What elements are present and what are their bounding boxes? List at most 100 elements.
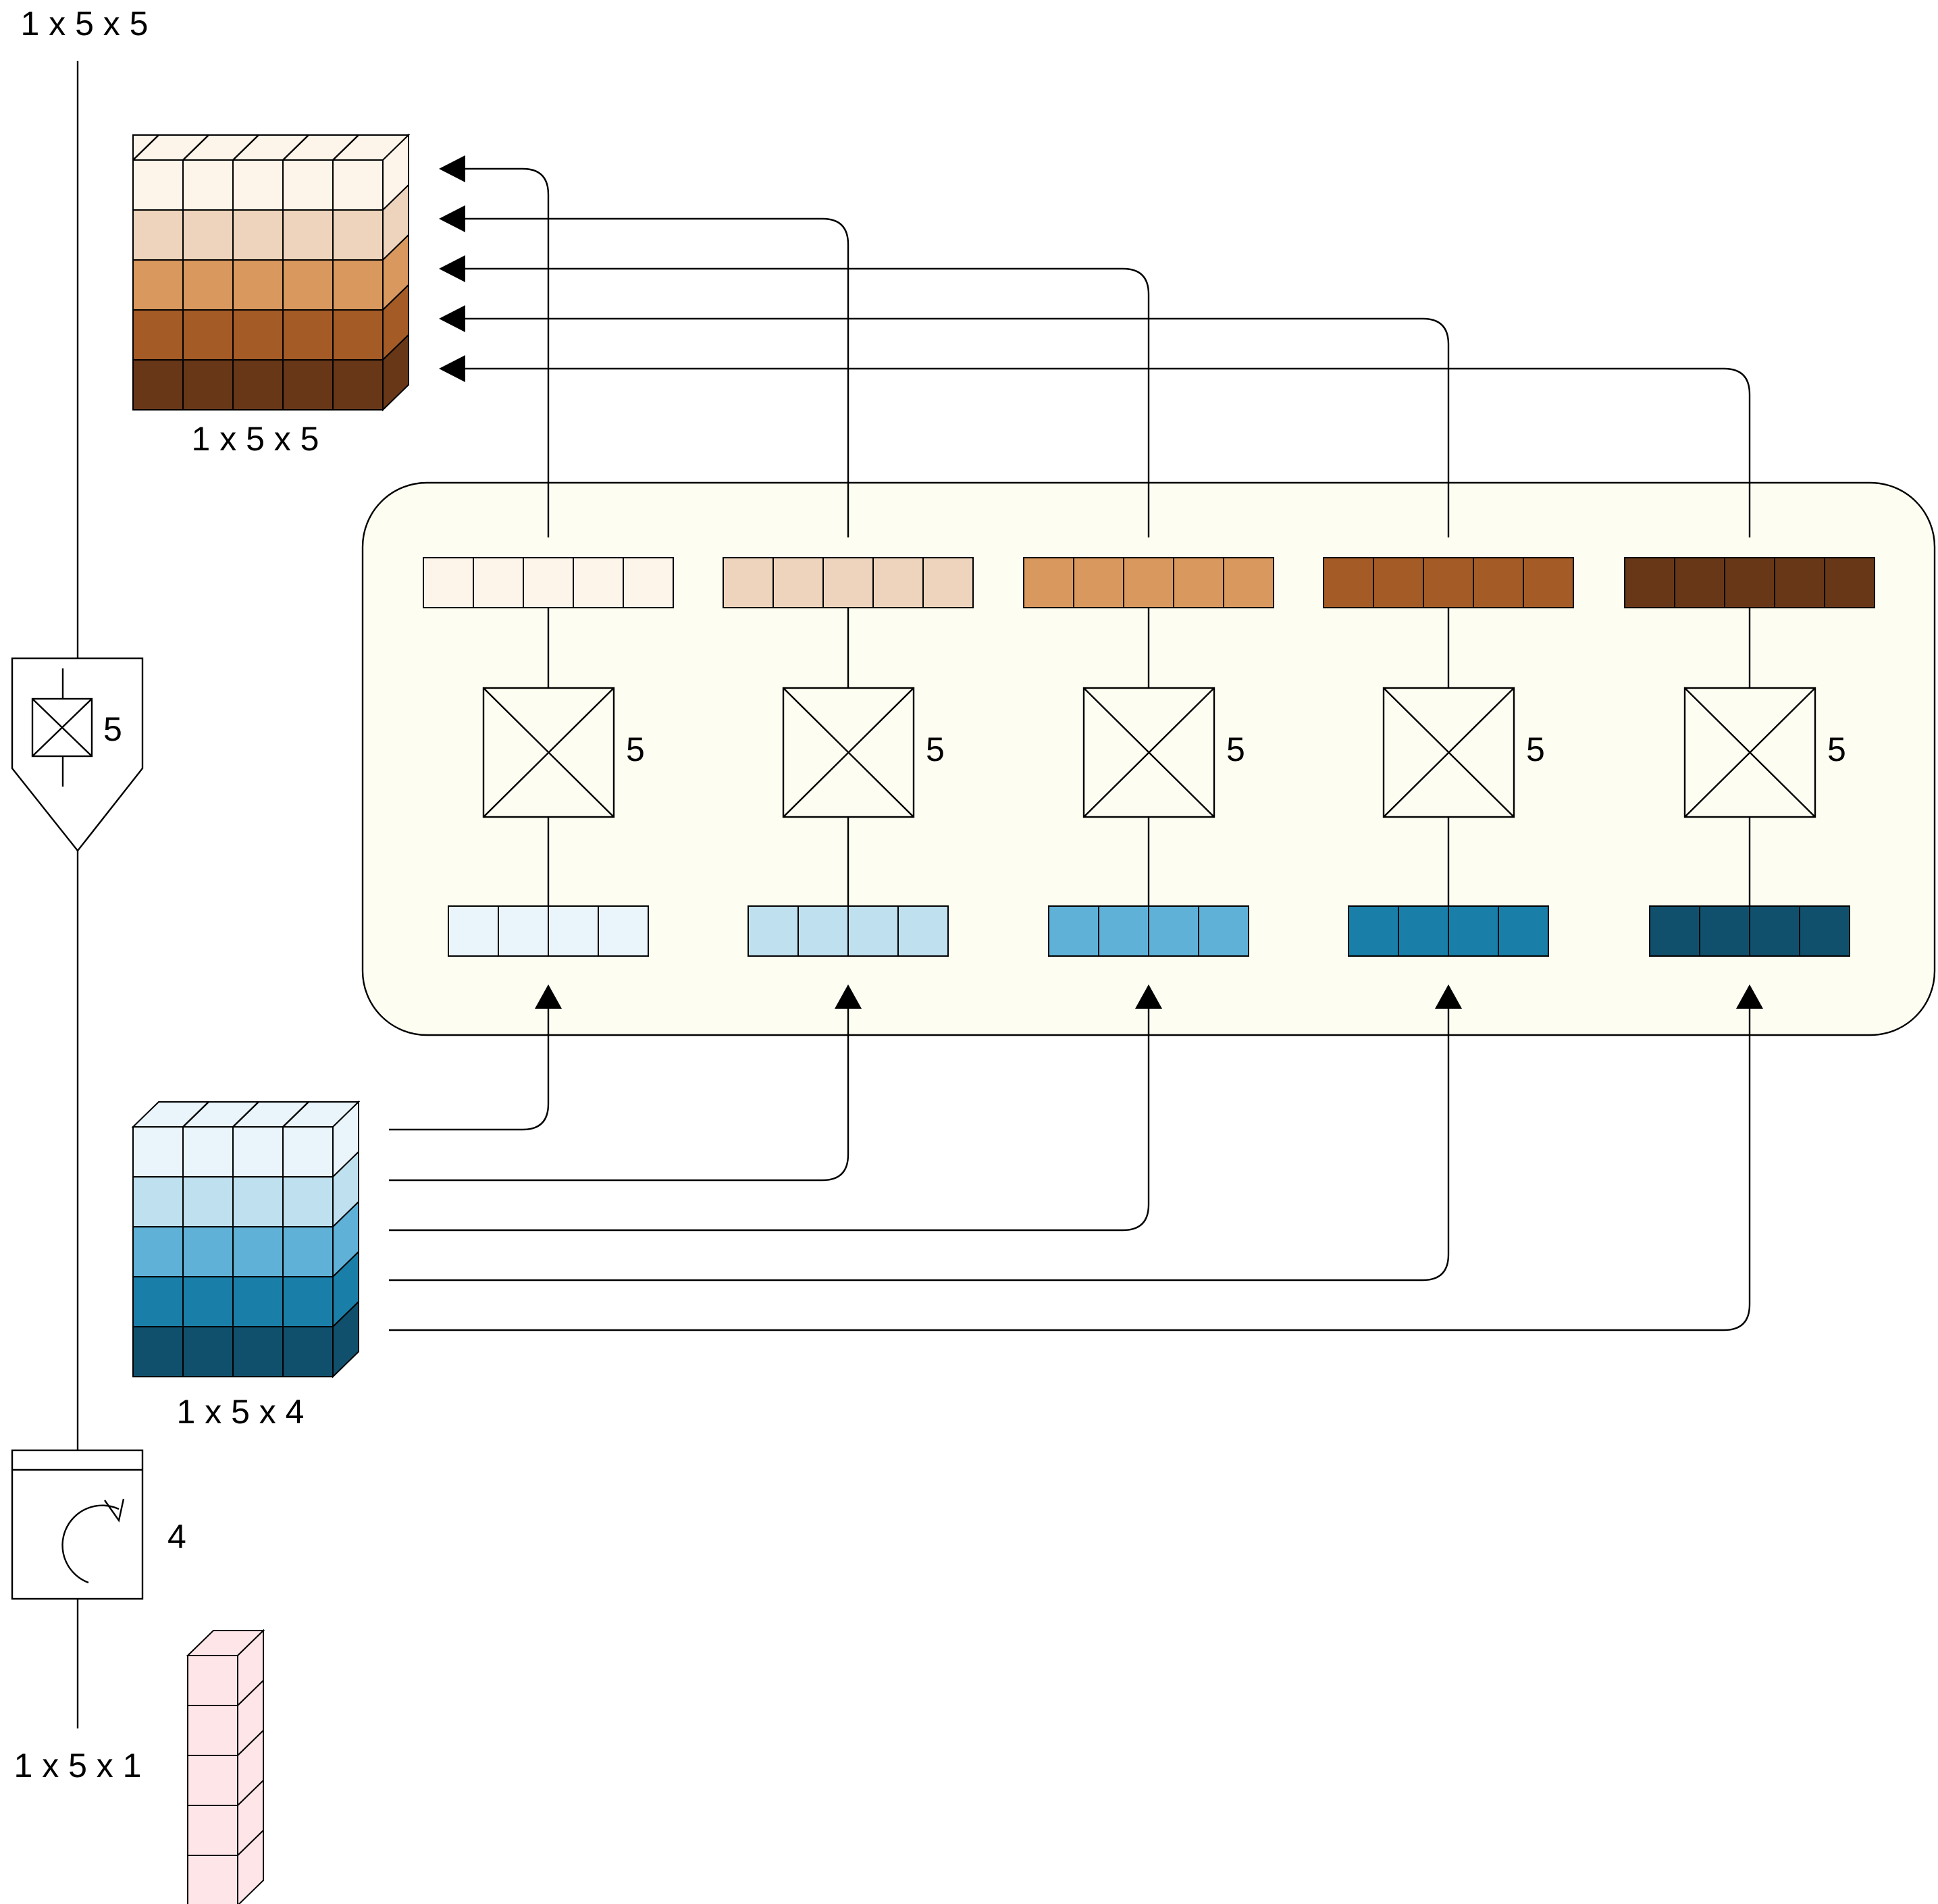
input-tensor-cell [182,1326,234,1377]
output-vector-cell [623,557,674,608]
input-connector-5 [389,1009,1751,1331]
output-vector-cell [1523,557,1574,608]
output-connector-4 [463,317,1450,537]
output-tensor-cell [282,159,334,211]
input-vector-cell [1749,905,1800,957]
input-connector-1 [389,1009,550,1131]
output-vector-cell [1223,557,1274,608]
output-tensor-cell [232,209,284,261]
output-tensor-cell [132,359,184,411]
input-tensor-cell [182,1126,234,1178]
output-tensor-cell [132,309,184,361]
input-tensor-cell [232,1126,284,1178]
crossed-box-icon [31,697,93,758]
input-vector-cell [847,905,899,957]
output-vector-cell [1173,557,1224,608]
triangle-arrowhead-icon [439,355,465,382]
output-vector-cell [772,557,824,608]
output-vector-cell [1724,557,1775,608]
small-tensor-cell [187,1655,238,1706]
input-vector-cell [1098,905,1149,957]
branch-map-count: 5 [1827,731,1846,768]
branch-map-count: 5 [626,731,645,768]
input-tensor-cell [182,1226,234,1277]
triangle-arrowhead-icon [439,155,465,182]
small-tensor [186,1629,265,1904]
branch-5: 5 [1624,557,1875,1009]
output-tensor-cell [182,159,234,211]
output-vector-cell [723,557,774,608]
triangle-arrowhead-icon [439,305,465,332]
input-vector-cell [1048,905,1099,957]
input-tensor-cell [132,1126,184,1178]
output-connector-2 [463,217,849,537]
output-tensor-cell [282,359,334,411]
input-vector-cell [598,905,649,957]
output-tensor-cell [332,209,384,261]
small-tensor-side [237,1828,264,1904]
input-tensor-cell [132,1226,184,1277]
branch-map-count: 5 [1226,731,1245,768]
small-tensor-cell [187,1855,238,1904]
input-tensor-cell [232,1226,284,1277]
small-tensor-cell [187,1705,238,1756]
branch-map-count: 5 [1526,731,1545,768]
input-connector-3 [389,1009,1150,1232]
input-vector-cell [498,905,549,957]
input-vector-cell [1198,905,1249,957]
crossed-box-diagonal [1684,687,1816,818]
output-vector-cell [423,557,474,608]
input-tensor-cell [132,1326,184,1377]
branch-1: 5 [423,557,674,1009]
input-vector-cell [1799,905,1850,957]
input-vector-cell [1448,905,1499,957]
crossed-box-diagonal [783,687,914,818]
output-tensor-cell [132,159,184,211]
input-tensor-cell [282,1226,334,1277]
input-tensor-cell [232,1326,284,1377]
input-tensor-cell [282,1276,334,1327]
input-connector-2 [389,1009,849,1182]
loop-arrow-icon [61,1498,125,1584]
input-tensor-cell [132,1176,184,1227]
output-tensor-cell [182,309,234,361]
output-vector-cell [1774,557,1825,608]
output-connector-5 [463,367,1751,537]
input-tensor-cell [182,1276,234,1327]
output-vector-cell [822,557,874,608]
output-vector-cell [1123,557,1174,608]
input-vector-cell [548,905,599,957]
output-tensor-cell [182,209,234,261]
scan-node-count: 4 [167,1518,186,1556]
triangle-arrowhead-icon [1736,984,1763,1009]
output-vector-cell [1423,557,1474,608]
branch-2: 5 [723,557,974,1009]
map-node-count: 5 [103,710,122,748]
branch-map-count: 5 [926,731,945,768]
top-output-dim-label: 1 x 5 x 5 [21,5,149,43]
input-vector-cell [1398,905,1449,957]
output-vector-cell [1674,557,1725,608]
output-vector-cell [1473,557,1524,608]
output-connector-1 [463,167,550,537]
crossed-box-diagonal [1083,687,1215,818]
input-tensor-cell [232,1276,284,1327]
input-vector-cell [1148,905,1199,957]
input-tensor-cell [282,1326,334,1377]
output-vector-cell [1373,557,1424,608]
output-tensor-cell [182,259,234,311]
input-vector-cell [897,905,949,957]
output-vector-cell [1023,557,1074,608]
output-vector-cell [523,557,574,608]
branch-4: 5 [1323,557,1574,1009]
output-vector-cell [872,557,924,608]
input-vector-cell [1699,905,1750,957]
output-tensor-cell [132,209,184,261]
output-vector-cell [922,557,974,608]
map-node: 5 [11,657,144,852]
output-tensor-cell [282,259,334,311]
output-tensor-cell [232,359,284,411]
output-tensor-dim-label: 1 x 5 x 5 [192,420,319,458]
branch-3: 5 [1023,557,1274,1009]
